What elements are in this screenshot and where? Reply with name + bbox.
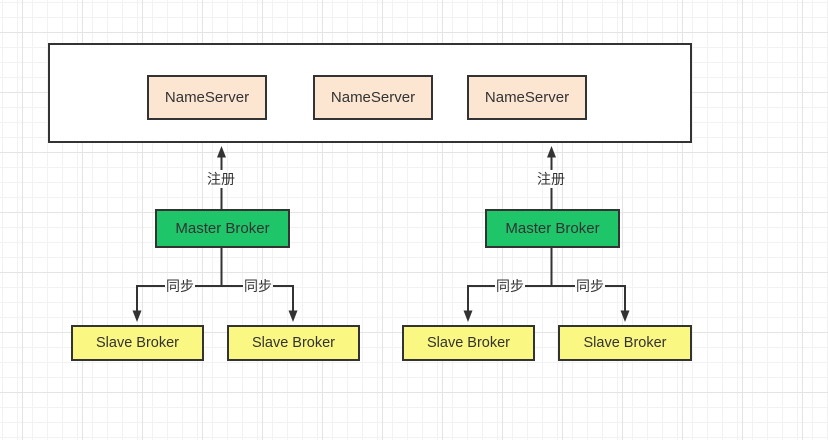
- nameserver-label: NameServer: [330, 89, 416, 106]
- arrowhead-down-left-2: [288, 310, 298, 322]
- slave-broker-node-4[interactable]: Slave Broker: [558, 325, 692, 361]
- nameserver-node-1[interactable]: NameServer: [147, 75, 267, 120]
- slave-broker-label: Slave Broker: [583, 335, 667, 351]
- nameserver-node-3[interactable]: NameServer: [467, 75, 587, 120]
- arrowhead-up-left: [217, 146, 226, 158]
- arrowhead-up-right: [547, 146, 556, 158]
- slave-broker-node-1[interactable]: Slave Broker: [71, 325, 204, 361]
- register-edge-label-right: 注册: [537, 171, 565, 187]
- master-broker-node-2[interactable]: Master Broker: [485, 209, 620, 248]
- nameserver-label: NameServer: [484, 89, 570, 106]
- master-broker-node-1[interactable]: Master Broker: [155, 209, 290, 248]
- sync-edge-label-left-1: 同步: [166, 278, 194, 294]
- sync-edge-label-right-2: 同步: [576, 278, 604, 294]
- slave-broker-label: Slave Broker: [426, 335, 510, 351]
- nameserver-node-2[interactable]: NameServer: [313, 75, 433, 120]
- master-broker-label: Master Broker: [175, 220, 270, 237]
- slave-broker-node-3[interactable]: Slave Broker: [402, 325, 535, 361]
- sync-edge-label-left-2: 同步: [244, 278, 272, 294]
- slave-broker-node-2[interactable]: Slave Broker: [227, 325, 360, 361]
- register-edge-label-left: 注册: [207, 171, 235, 187]
- slave-broker-label: Slave Broker: [251, 335, 335, 351]
- sync-edge-label-right-1: 同步: [496, 278, 524, 294]
- arrowhead-down-left-1: [132, 310, 142, 322]
- slave-broker-label: Slave Broker: [95, 335, 179, 351]
- master-broker-label: Master Broker: [505, 220, 600, 237]
- nameserver-label: NameServer: [164, 89, 250, 106]
- arrowhead-down-right-2: [620, 310, 630, 322]
- arrowhead-down-right-1: [463, 310, 473, 322]
